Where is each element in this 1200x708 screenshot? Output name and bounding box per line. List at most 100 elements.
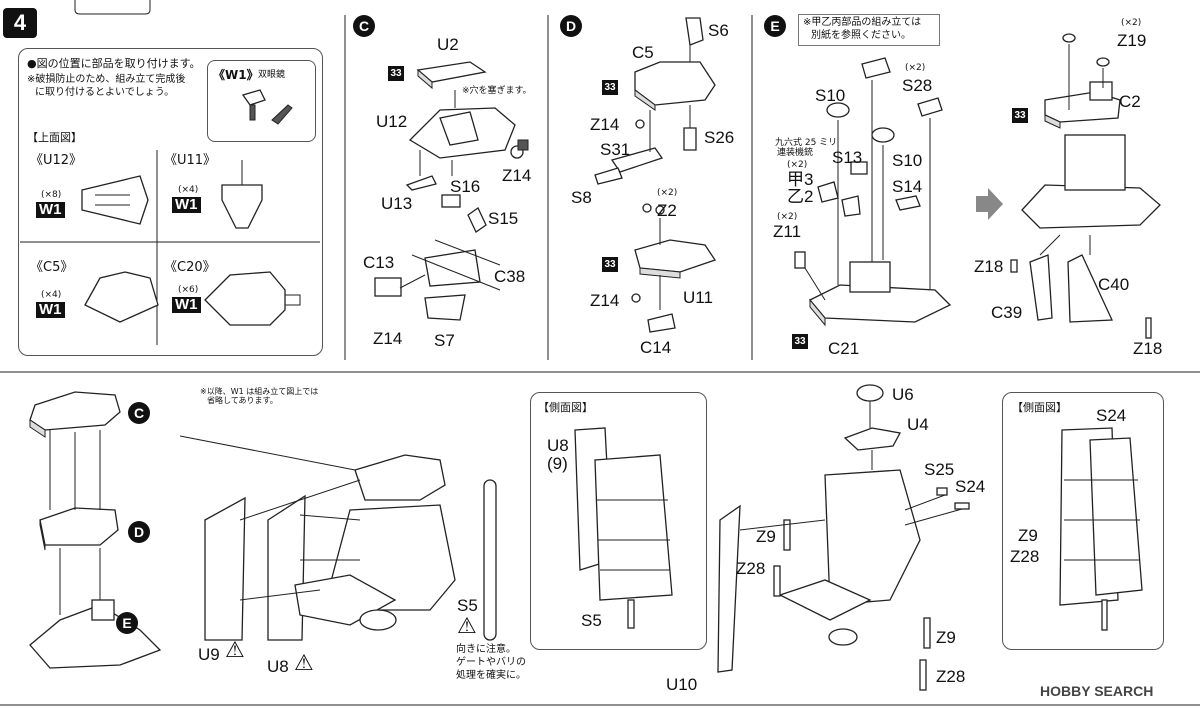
side-view-1-heading: 【側面図】 [538, 401, 593, 414]
z19-count: (×2) [1121, 18, 1142, 28]
intro-line-1: ●図の位置に部品を取り付けます。 [27, 57, 201, 70]
label-z18-b: Z18 [1133, 339, 1163, 358]
label-s6: S6 [708, 21, 729, 40]
label-s13: S13 [832, 148, 863, 167]
label-s5: S5 [457, 596, 478, 615]
w1-callout-label: 《W1》 [213, 68, 259, 82]
label-z14-d-top: Z14 [590, 115, 620, 134]
intro-line-2: ※破損防止のため、組み立て完成後 [27, 74, 186, 85]
side-view-2-z9: Z9 [1018, 526, 1038, 545]
label-kou3: 甲3 [787, 170, 814, 189]
label-s26: S26 [704, 128, 735, 147]
label-s15: S15 [488, 209, 519, 228]
label-z11: Z11 [773, 222, 802, 241]
label-s8: S8 [571, 188, 592, 207]
label-u8: U8 [267, 657, 289, 676]
section-e-note-2: 別紙を参照ください。 [811, 30, 911, 41]
u12-label: 《U12》 [30, 153, 83, 168]
bottom-marker-e: E [116, 612, 138, 634]
top-view-heading: 【上面図】 [27, 131, 82, 144]
right-section-badge: 33 [1012, 108, 1028, 123]
label-z14-d-bottom: Z14 [590, 291, 620, 310]
u12-w1-badge: W1 [36, 202, 65, 218]
label-u13: U13 [381, 194, 413, 213]
label-c2: C2 [1119, 92, 1141, 111]
section-c-note: ※穴を塞ぎます。 [462, 86, 532, 96]
label-c14: C14 [640, 338, 672, 357]
bottom-note-1: ※以降、W1 は組み立て図上では [200, 387, 319, 396]
section-d-marker: D [560, 15, 582, 37]
label-z9-right: Z9 [936, 628, 956, 647]
side-view-panel-2 [1002, 392, 1164, 650]
label-z19: Z19 [1117, 31, 1147, 50]
s5-note-3: 処理を確実に。 [456, 670, 526, 681]
label-z9-left: Z9 [756, 527, 776, 546]
c5-count: (×4) [41, 290, 62, 300]
label-u2: U2 [437, 35, 459, 54]
section-e-badge: 33 [792, 334, 808, 349]
label-s28: S28 [902, 76, 933, 95]
label-u10: U10 [666, 675, 698, 694]
label-c13: C13 [363, 253, 395, 272]
label-c38: C38 [494, 267, 526, 286]
label-s10-a: S10 [815, 86, 846, 105]
w1-callout-name: 双眼鏡 [258, 70, 286, 80]
gun-caption-2: 連装機銃 [777, 148, 814, 158]
side-view-1-u8: U8 [547, 436, 569, 455]
intro-panel [18, 48, 323, 356]
bottom-marker-d: D [128, 521, 150, 543]
step-number: 4 [3, 8, 37, 38]
label-s16: S16 [450, 177, 481, 196]
z2-count: (×2) [657, 188, 678, 198]
label-s14: S14 [892, 177, 923, 196]
watermark-text: HOBBY SEARCH [1040, 683, 1154, 699]
label-otsu2: 乙2 [787, 187, 814, 206]
intro-line-3: に取り付けるとよいでしょう。 [35, 87, 175, 98]
u11-w1-badge: W1 [172, 197, 201, 213]
c20-w1-badge: W1 [172, 297, 201, 313]
side-view-1-s5: S5 [581, 611, 602, 630]
w1-callout [207, 60, 316, 142]
section-e-marker: E [764, 15, 786, 37]
watermark: HOBBY SEARCH [1040, 683, 1153, 699]
c5-w1-badge: W1 [36, 302, 65, 318]
label-s25: S25 [924, 460, 955, 479]
c5-label: 《C5》 [30, 260, 74, 275]
u12-count: (×8) [41, 190, 62, 200]
warning-icon: ⚠ [225, 638, 245, 663]
label-z28-left: Z28 [736, 559, 766, 578]
label-z14-c-top: Z14 [502, 166, 532, 185]
side-view-panel-1 [530, 392, 707, 650]
label-u11: U11 [683, 288, 713, 307]
label-u4: U4 [907, 415, 929, 434]
s5-note-1: 向きに注意。 [456, 644, 516, 655]
label-u9: U9 [198, 645, 220, 664]
section-e-note-box [798, 14, 940, 46]
c20-count: (×6) [178, 285, 199, 295]
label-c39: C39 [991, 303, 1023, 322]
label-s7: S7 [434, 331, 455, 350]
step-number-text: 4 [13, 10, 27, 35]
label-c40: C40 [1098, 275, 1130, 294]
section-e-note-1: ※甲乙丙部品の組み立ては [803, 17, 922, 28]
label-c5: C5 [632, 43, 654, 62]
section-c-marker: C [353, 15, 375, 37]
s28-count: (×2) [905, 63, 926, 73]
kou-count: (×2) [787, 160, 808, 170]
s5-note-2: ゲートやバリの [456, 657, 526, 668]
warning-icon: ⚠ [457, 614, 477, 639]
side-view-1-nine: (9) [547, 454, 568, 473]
label-s10-b: S10 [892, 151, 923, 170]
side-view-2-z28: Z28 [1010, 547, 1040, 566]
label-u12: U12 [376, 112, 408, 131]
label-c21: C21 [828, 339, 860, 358]
label-z14-c-bottom: Z14 [373, 329, 403, 348]
z11-count: (×2) [777, 212, 798, 222]
warning-icon: ⚠ [294, 651, 314, 676]
c20-label: 《C20》 [164, 260, 216, 275]
section-d-badge-top: 33 [602, 80, 618, 95]
label-z2: Z2 [657, 201, 677, 220]
label-s31: S31 [600, 140, 631, 159]
section-c-badge: 33 [388, 66, 404, 81]
